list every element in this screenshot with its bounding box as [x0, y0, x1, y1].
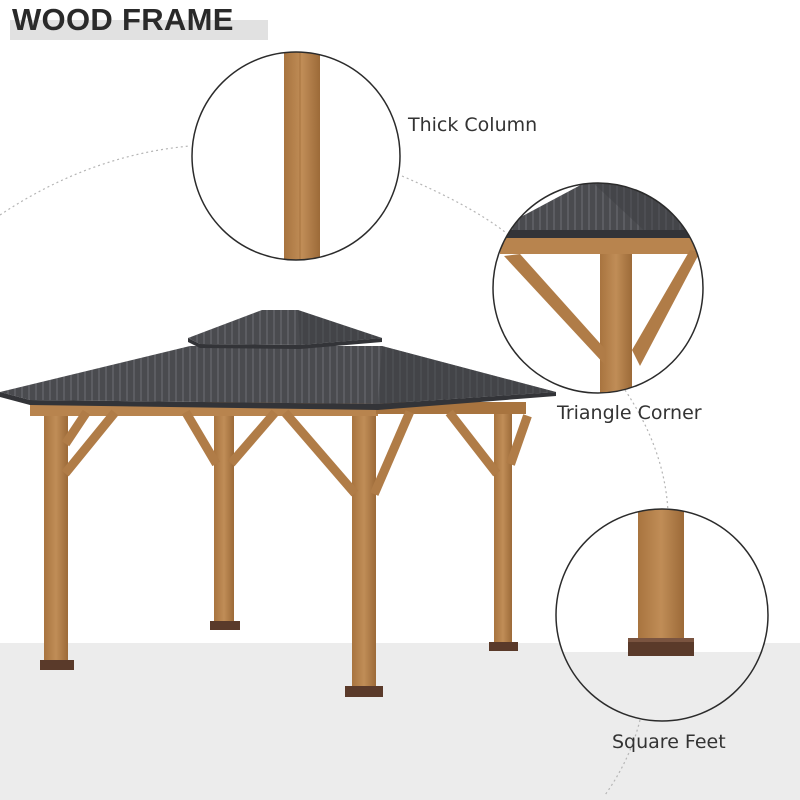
label-triangle-corner: Triangle Corner: [557, 402, 702, 424]
label-thick-column: Thick Column: [408, 114, 538, 136]
guide-arc: [0, 145, 191, 216]
foot-back-left: [210, 621, 240, 630]
guide-arc: [604, 719, 641, 796]
foot-back-right: [489, 642, 518, 651]
post-back-left: [214, 410, 234, 622]
foot-front-right: [345, 686, 383, 697]
detail-square-feet: [555, 508, 769, 722]
foot-front-left: [40, 660, 74, 670]
post-front-left: [44, 410, 68, 662]
roof-edge: [0, 392, 556, 410]
post-back-right: [494, 410, 512, 644]
guide-arc: [624, 389, 669, 513]
page-title: WOOD FRAME: [12, 2, 234, 37]
gazebo: [0, 310, 556, 697]
guide-arc: [401, 175, 506, 233]
label-square-feet: Square Feet: [612, 731, 726, 753]
detail-thick-column: [191, 51, 401, 261]
detail-triangle-corner: [492, 182, 704, 394]
title-band: [10, 20, 268, 40]
post-front-right: [352, 412, 376, 688]
